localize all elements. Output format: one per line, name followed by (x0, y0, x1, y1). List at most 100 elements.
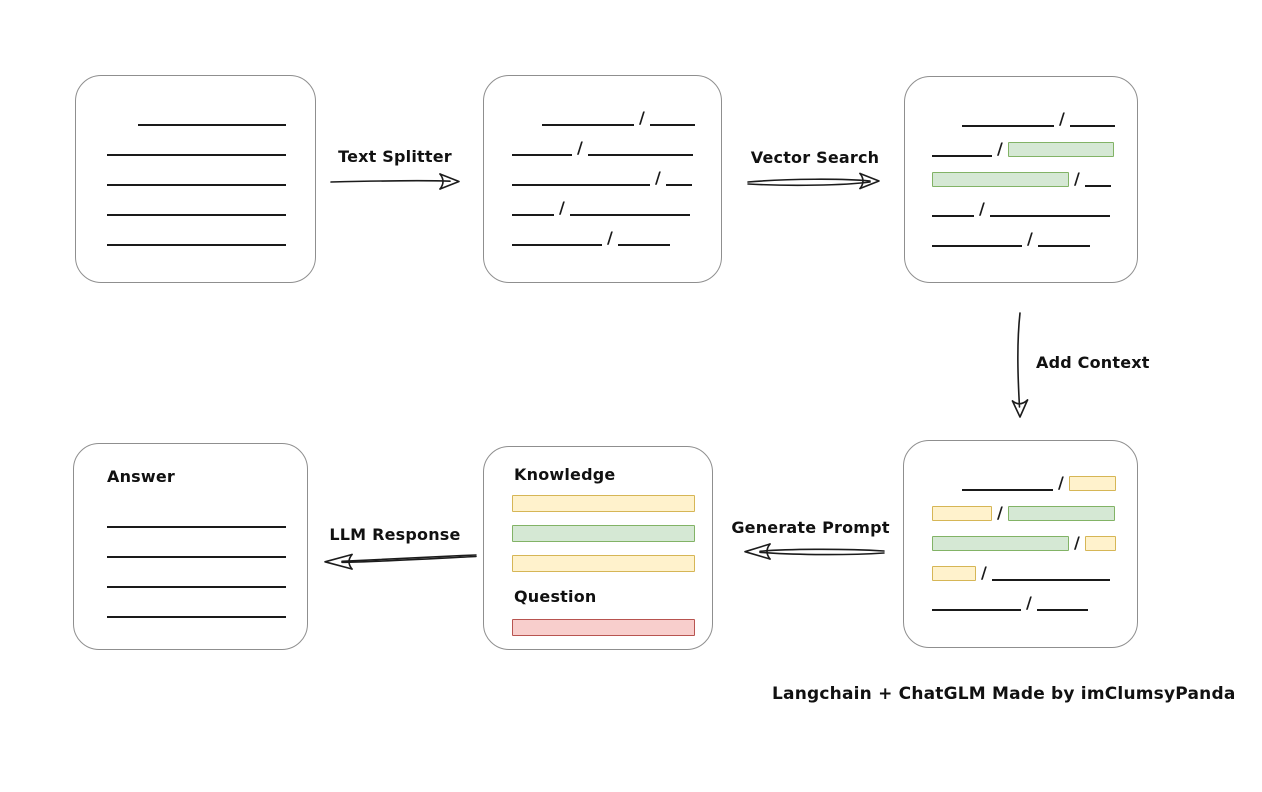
vector-match-lines: / / / / / (905, 77, 1137, 247)
context-chunks-node: / / / / / (903, 440, 1138, 648)
chunk-row (512, 495, 712, 512)
text-line (1037, 231, 1090, 247)
document-lines (76, 76, 315, 246)
text-line (512, 200, 554, 216)
text-line (587, 140, 693, 156)
chunk-row (512, 525, 712, 542)
answer-node: Answer (73, 443, 308, 650)
text-line (107, 200, 286, 216)
text-splitter-label: Text Splitter (338, 147, 452, 166)
llm-response-arrow-icon (324, 553, 477, 570)
prompt-content: Knowledge Question (484, 447, 712, 636)
chunk-row: / (512, 138, 721, 157)
text-line (138, 110, 286, 126)
slash-separator: / (1026, 593, 1032, 612)
text-line (932, 141, 992, 157)
slash-separator: / (997, 139, 1003, 158)
add-context-arrow-icon (1011, 312, 1029, 418)
slash-separator: / (577, 138, 583, 157)
text-line (1069, 111, 1115, 127)
text-line (991, 565, 1110, 581)
chunk-row (107, 170, 315, 186)
text-line (107, 542, 286, 558)
chunk-row: / (932, 503, 1137, 522)
text-line (512, 140, 572, 156)
text-line (107, 572, 286, 588)
chunk-row: / (932, 533, 1137, 552)
green-chunk (932, 536, 1069, 551)
text-line (617, 230, 670, 246)
text-line (107, 170, 286, 186)
chunk-row (107, 542, 307, 558)
green-chunk (512, 525, 695, 542)
text-splitter-arrow-icon (330, 173, 460, 190)
slash-separator: / (997, 503, 1003, 522)
split-chunks-node: / / / / / (483, 75, 722, 283)
slash-separator: / (1059, 109, 1065, 128)
generate-prompt-arrow-icon (744, 543, 885, 560)
question-bars (512, 619, 712, 636)
chunk-row (107, 200, 315, 216)
slash-separator: / (1027, 229, 1033, 248)
slash-separator: / (981, 563, 987, 582)
red-chunk (512, 619, 695, 636)
text-line (932, 595, 1021, 611)
add-context-label: Add Context (1036, 353, 1150, 372)
text-line (107, 512, 286, 528)
answer-content: Answer (74, 444, 307, 618)
slash-separator: / (1058, 473, 1064, 492)
question-label: Question (514, 587, 597, 606)
chunk-row: / (932, 593, 1137, 612)
knowledge-bars (512, 495, 712, 572)
chunk-row: / (932, 139, 1137, 158)
chunk-row: / (932, 229, 1137, 248)
chunk-row (107, 140, 315, 156)
generate-prompt-label: Generate Prompt (731, 518, 890, 537)
chunk-row: / (512, 198, 721, 217)
slash-separator: / (1074, 169, 1080, 188)
text-line (665, 170, 692, 186)
llm-response-label: LLM Response (329, 525, 461, 544)
context-chunk-lines: / / / / / (904, 441, 1137, 611)
text-line (989, 201, 1110, 217)
text-line (542, 110, 634, 126)
vector-search-arrow-icon (747, 172, 880, 190)
green-chunk (932, 172, 1069, 187)
vector-search-label: Vector Search (750, 148, 880, 167)
diagram-caption: Langchain + ChatGLM Made by imClumsyPand… (772, 684, 1236, 704)
yellow-chunk (932, 506, 992, 521)
chunk-row: / (932, 563, 1137, 582)
yellow-chunk (512, 495, 695, 512)
text-line (962, 111, 1054, 127)
chunk-row (107, 512, 307, 528)
chunk-row (107, 230, 315, 246)
chunk-row (107, 572, 307, 588)
green-chunk (1007, 506, 1115, 521)
slash-separator: / (639, 108, 645, 127)
text-line (512, 230, 602, 246)
knowledge-label: Knowledge (514, 465, 616, 484)
text-line (107, 230, 286, 246)
text-line (107, 602, 286, 618)
slash-separator: / (979, 199, 985, 218)
answer-lines (107, 512, 307, 618)
answer-title: Answer (107, 467, 176, 486)
chunk-row: / (932, 473, 1137, 492)
slash-separator: / (607, 228, 613, 247)
yellow-chunk (1084, 536, 1116, 551)
source-document-node (75, 75, 316, 283)
text-line (107, 140, 286, 156)
yellow-chunk (1068, 476, 1116, 491)
slash-separator: / (1074, 533, 1080, 552)
text-line (1036, 595, 1088, 611)
slash-separator: / (559, 198, 565, 217)
chunk-row: / (512, 108, 721, 127)
text-line (932, 201, 974, 217)
chunk-row: / (512, 169, 721, 186)
yellow-chunk (512, 555, 695, 572)
yellow-chunk (932, 566, 976, 581)
chunk-row (107, 110, 315, 126)
text-line (569, 200, 690, 216)
text-line (649, 110, 695, 126)
